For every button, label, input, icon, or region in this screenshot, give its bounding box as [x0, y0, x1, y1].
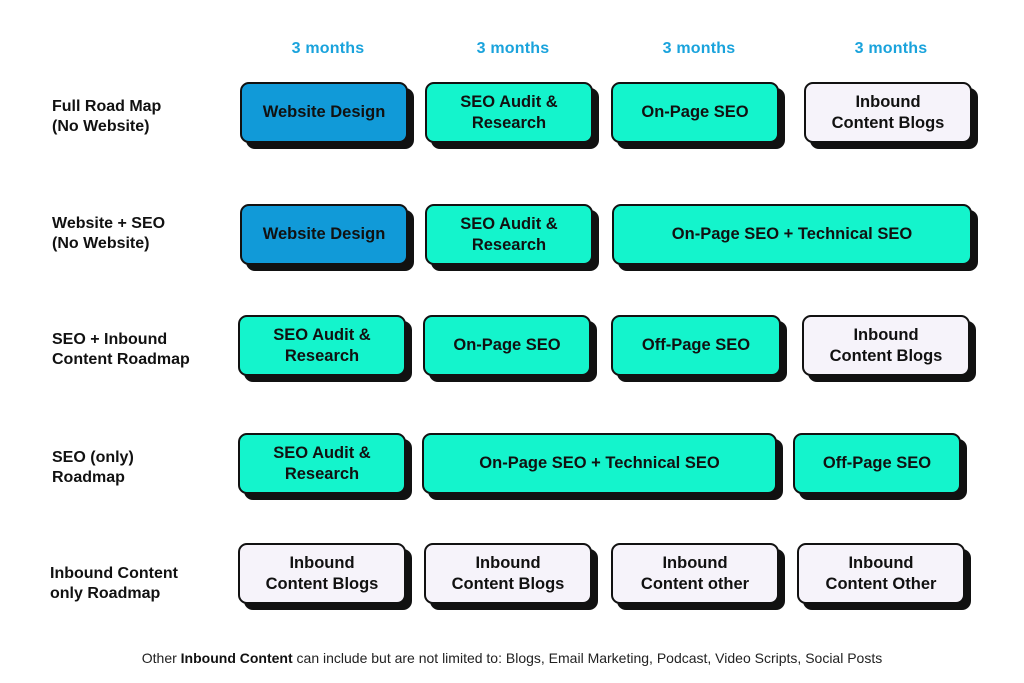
footer-prefix: Other [141, 650, 181, 666]
box-on-page-seo: On-Page SEO [423, 315, 591, 376]
box-website-design: Website Design [240, 204, 408, 265]
box-seo-audit-research: SEO Audit & Research [425, 82, 593, 143]
footer-note: Other Inbound Content can include but ar… [0, 650, 1024, 666]
box-inbound-content-blogs: Inbound Content Blogs [424, 543, 592, 604]
box-inbound-content-blogs: Inbound Content Blogs [238, 543, 406, 604]
box-on-page-technical-seo: On-Page SEO + Technical SEO [422, 433, 777, 494]
box-seo-audit-research: SEO Audit & Research [425, 204, 593, 265]
box-inbound-content-other: Inbound Content Other [797, 543, 965, 604]
column-header-2: 3 months [476, 40, 550, 57]
footer-suffix: can include but are not limited to: Blog… [292, 650, 883, 666]
box-off-page-seo: Off-Page SEO [611, 315, 781, 376]
box-seo-audit-research: SEO Audit & Research [238, 433, 406, 494]
column-header-1: 3 months [291, 40, 365, 57]
row-label-seo-inbound: SEO + Inbound Content Roadmap [52, 331, 190, 368]
row-label-website-seo: Website + SEO (No Website) [52, 215, 166, 252]
box-inbound-content-blogs: Inbound Content Blogs [804, 82, 972, 143]
box-seo-audit-research: SEO Audit & Research [238, 315, 406, 376]
box-on-page-seo: On-Page SEO [611, 82, 779, 143]
box-website-design: Website Design [240, 82, 408, 143]
row-label-inbound-only: Inbound Content only Roadmap [50, 565, 178, 602]
box-inbound-content-other: Inbound Content other [611, 543, 779, 604]
box-inbound-content-blogs: Inbound Content Blogs [802, 315, 970, 376]
row-label-seo-only: SEO (only) Roadmap [52, 449, 134, 486]
footer-bold: Inbound Content [180, 650, 293, 666]
box-off-page-seo: Off-Page SEO [793, 433, 961, 494]
box-on-page-technical-seo: On-Page SEO + Technical SEO [612, 204, 972, 265]
column-header-3: 3 months [662, 40, 736, 57]
column-header-4: 3 months [854, 40, 928, 57]
row-label-full-road-map: Full Road Map (No Website) [52, 98, 162, 135]
